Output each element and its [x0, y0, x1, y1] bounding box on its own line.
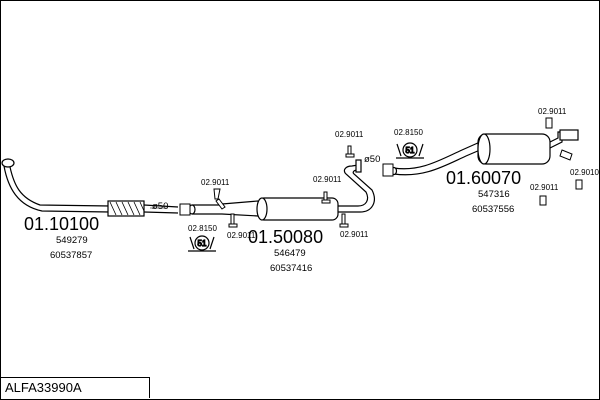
- rear-silencer-ref1: 547316: [478, 189, 510, 200]
- hanger-label: 02.9011: [530, 183, 559, 192]
- rubber-label: 02.8150: [188, 224, 217, 233]
- clamp-middle-icon: [382, 163, 394, 177]
- rear-silencer-number: 01.60070: [446, 168, 521, 188]
- clamp-front-label: ø50: [152, 201, 168, 212]
- model-code-box: ALFA33990A: [1, 377, 150, 398]
- hanger-icon: [539, 195, 547, 206]
- hangers: [213, 117, 583, 228]
- hanger-label: 02.9011: [201, 178, 230, 187]
- middle-silencer-number: 01.50080: [248, 227, 323, 247]
- rubber-small-label: 02.9010: [570, 168, 599, 177]
- rear-silencer-ref2: 60537556: [472, 204, 514, 215]
- front-pipe-drawing: [1, 158, 179, 217]
- hanger-icon: [345, 145, 355, 158]
- svg-text:51: 51: [406, 146, 415, 155]
- hanger-label: 02.9011: [313, 175, 342, 184]
- hanger-icon: [339, 213, 349, 228]
- hanger-icon: [559, 149, 573, 161]
- middle-silencer-ref1: 546479: [274, 248, 306, 259]
- rubber-mounts: 51 51: [188, 142, 424, 252]
- hanger-label: 02.9011: [538, 107, 567, 116]
- hanger-icon: [575, 179, 583, 190]
- rubber-label: 02.8150: [394, 128, 423, 137]
- hanger-icon: [545, 117, 553, 129]
- model-code: ALFA33990A: [5, 380, 82, 395]
- hanger-label: 02.9011: [340, 230, 369, 239]
- front-pipe-number: 01.10100: [24, 214, 99, 234]
- clamp-middle-label: ø50: [364, 154, 380, 165]
- hanger-icon: [321, 191, 331, 204]
- front-pipe-ref2: 60537857: [50, 250, 92, 261]
- front-pipe-ref1: 549279: [56, 235, 88, 246]
- hanger-icon: [228, 213, 238, 228]
- middle-silencer-drawing: [188, 159, 375, 221]
- svg-text:51: 51: [198, 239, 207, 248]
- clamp-front-icon: [179, 203, 191, 216]
- hanger-label: 02.9011: [227, 231, 256, 240]
- hanger-icon: [213, 188, 226, 210]
- clamps: [179, 163, 394, 216]
- middle-silencer-ref2: 60537416: [270, 263, 312, 274]
- hanger-label: 02.9011: [335, 130, 364, 139]
